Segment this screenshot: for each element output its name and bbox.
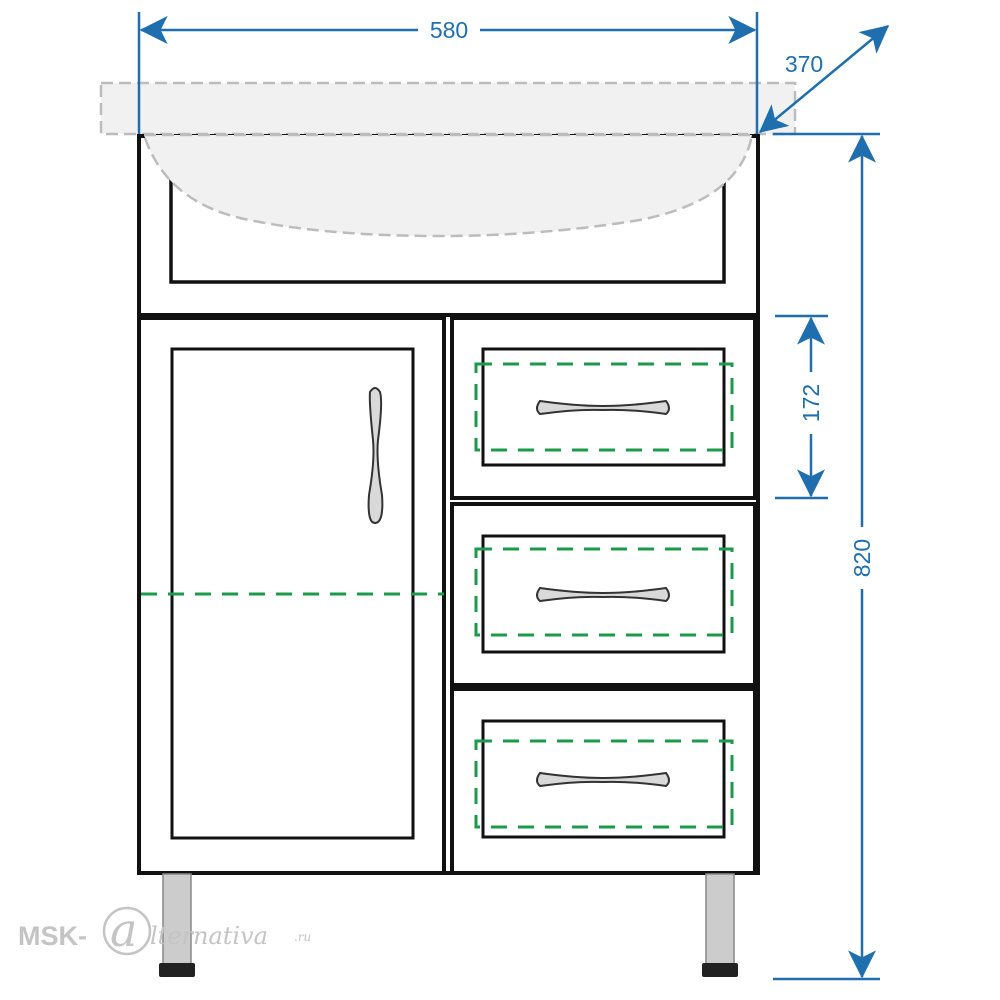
drawer-inset [481,347,726,467]
watermark-domain: .ru [294,930,311,944]
depth-dimension-line [758,25,890,133]
drawer-handle [536,399,670,416]
left-leg-foot [159,963,195,977]
drawer-1 [450,316,757,500]
drawer-box-hidden [474,739,734,829]
drawer-2 [450,502,757,687]
height-label: 820 [849,539,875,577]
door-handle [367,387,384,525]
drawer-inset [481,719,726,839]
drawer-box-hidden [474,547,734,637]
right-leg [702,873,738,977]
watermark-logo: MSK- a lternativa .ru [18,903,311,957]
drawer-box-hidden [474,362,734,452]
basin-top-slab [99,81,797,136]
watermark-suffix: lternativa [150,922,268,950]
left-leg [159,873,195,977]
watermark-ring [102,906,152,956]
drawer-handle [536,586,670,603]
width-label: 580 [430,17,468,43]
watermark-a: a [110,903,137,957]
drawer-3 [450,687,757,875]
right-leg-foot [702,963,738,977]
watermark-prefix: MSK- [18,921,87,951]
basin-bowl [142,133,754,238]
drawer-inset [481,534,726,654]
drawer-handle [536,771,670,788]
drawer-height-label: 172 [798,384,824,422]
depth-label: 370 [785,51,823,77]
